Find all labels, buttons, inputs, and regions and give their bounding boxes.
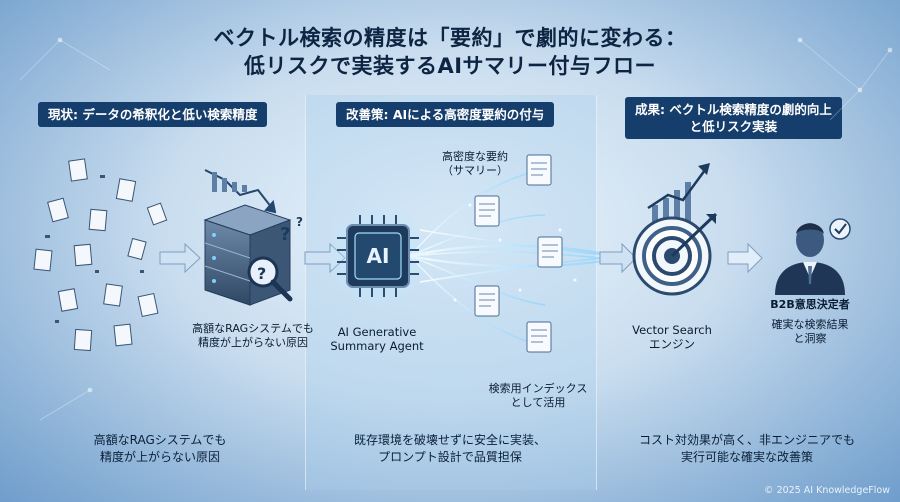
header-improvement: 改善策: AIによる高密度要約の付与 [336, 102, 555, 127]
bottom-caption-improvement-line-1: 既存環境を破壊せずに安全に実装、 [353, 433, 546, 447]
server-caption-line-2: 精度が上がらない原因 [198, 336, 308, 349]
server-icon [203, 204, 292, 306]
server-caption-line-1: 高額なRAGシステムでも [192, 322, 314, 335]
bottom-caption-improvement-line-2: プロンプト設計で品質担保 [378, 450, 522, 464]
bottom-caption-current-line-2: 精度が上がらない原因 [99, 450, 220, 464]
arrow-right-icon [727, 242, 763, 274]
agent-label-line-2: Summary Agent [330, 339, 424, 353]
ai-chip-label: AI [366, 244, 390, 268]
arrow-right-icon [159, 242, 201, 274]
server-caption: 高額なRAGシステムでも 精度が上がらない原因 [183, 322, 323, 350]
summary-label-line-2: （サマリー） [442, 164, 508, 177]
businessman-icon [775, 223, 845, 295]
index-label-line-1: 検索用インデックス [488, 382, 588, 395]
magnifier-icon: ? [247, 256, 293, 302]
header-result-line-1: 成果: ベクトル検索精度の劇的向上 [635, 102, 832, 117]
header-current: 現状: データの希釈化と低い検索精度 [38, 102, 268, 127]
bottom-caption-current: 高額なRAGシステムでも 精度が上がらない原因 [60, 432, 260, 466]
index-label: 検索用インデックス として活用 [478, 382, 598, 410]
svg-text:?: ? [257, 264, 266, 283]
agent-label: AI Generative Summary Agent [322, 325, 432, 353]
header-result-line-2: と低リスク実装 [689, 119, 778, 134]
engine-label-line-1: Vector Search [632, 323, 712, 337]
summary-label-line-1: 高密度な要約 [442, 150, 508, 163]
network-decoration [19, 37, 893, 421]
person-label-line-2: と洞察 [793, 332, 827, 345]
rising-chart-icon [647, 163, 710, 223]
bottom-caption-result-line-2: 実行可能な確実な改善策 [680, 450, 813, 464]
arrow-right-icon [599, 242, 637, 274]
header-result: 成果: ベクトル検索精度の劇的向上 と低リスク実装 [625, 97, 842, 139]
person-label: B2B意思決定者 確実な検索結果 と洞察 [765, 298, 855, 346]
declining-chart-icon [204, 169, 277, 214]
question-mark-icon: ? [280, 224, 290, 245]
copyright-footer: © 2025 AI KnowledgeFlow [764, 485, 890, 496]
bottom-caption-improvement: 既存環境を破壊せずに安全に実装、 プロンプト設計で品質担保 [325, 432, 575, 466]
engine-label: Vector Search エンジン [622, 323, 722, 351]
bottom-caption-current-line-1: 高額なRAGシステムでも [93, 433, 227, 447]
data-flow-lines [409, 169, 611, 346]
engine-label-line-2: エンジン [649, 337, 695, 351]
agent-label-line-1: AI Generative [337, 325, 417, 339]
bottom-caption-result: コスト対効果が高く、非エンジニアでも 実行可能な確実な改善策 [612, 432, 882, 466]
title-line-1: ベクトル検索の精度は「要約」で劇的に変わる： [213, 26, 687, 50]
scattered-documents-icon [33, 158, 168, 352]
title-line-2: 低リスクで実装するAIサマリー付与フロー [243, 54, 657, 78]
bottom-caption-result-line-1: コスト対効果が高く、非エンジニアでも [638, 433, 855, 447]
svg-text:?: ? [296, 215, 303, 229]
person-label-role: B2B意思決定者 [770, 298, 850, 311]
checkmark-icon [829, 218, 851, 240]
ai-chip-icon [330, 208, 426, 304]
target-icon [632, 212, 718, 296]
person-label-line-1: 確実な検索結果 [771, 318, 849, 331]
index-label-line-2: として活用 [510, 396, 566, 409]
summary-label: 高密度な要約 （サマリー） [430, 150, 520, 178]
